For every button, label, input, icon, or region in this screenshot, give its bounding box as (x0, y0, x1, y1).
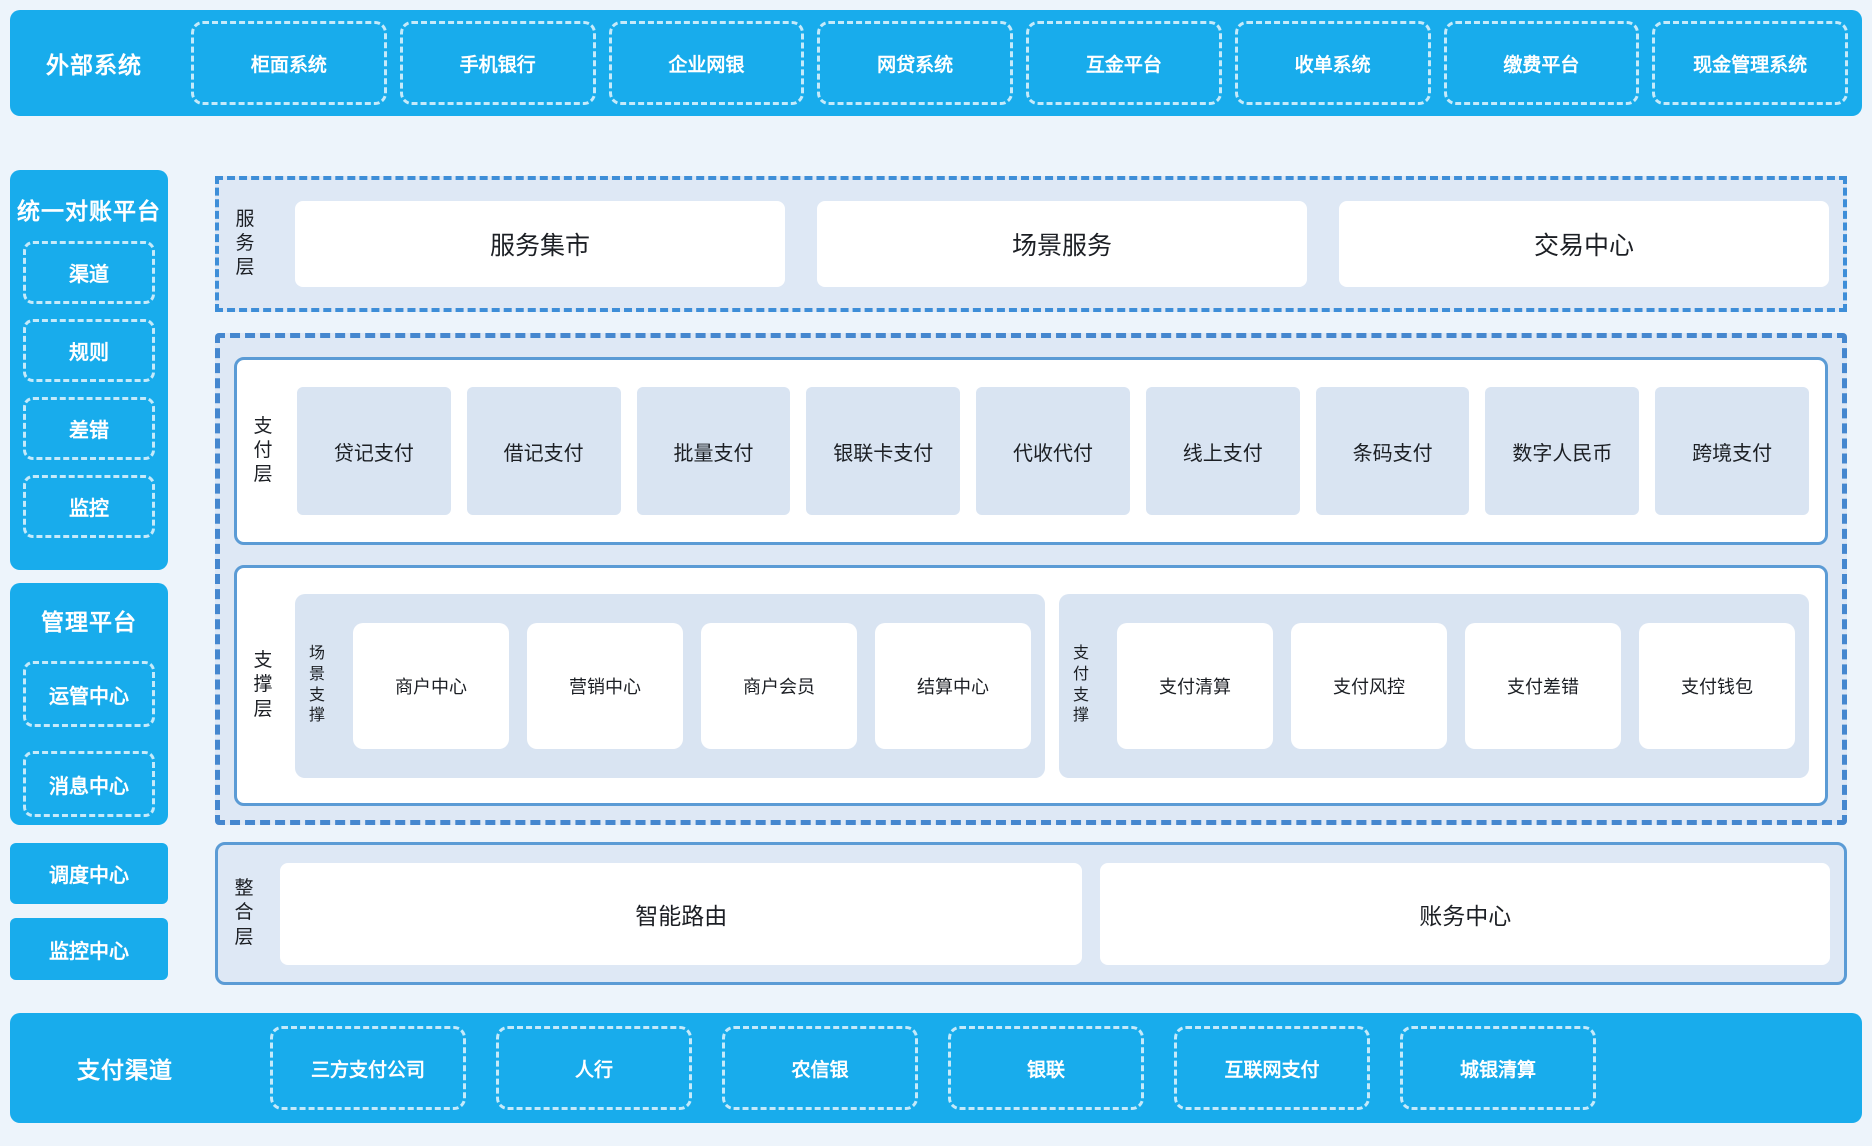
channel-unionpay: 银联 (948, 1026, 1144, 1110)
external-systems-bar: 外部系统 柜面系统 手机银行 企业网银 网贷系统 互金平台 收单系统 缴费平台 … (10, 10, 1862, 116)
barcode-payment-box: 条码支付 (1315, 387, 1470, 515)
reconciliation-channel: 渠道 (23, 241, 155, 304)
payment-risk-control-box: 支付风控 (1291, 622, 1447, 749)
service-market-box: 服务集市 (295, 201, 785, 287)
monitor-center: 监控中心 (10, 918, 168, 980)
external-system-acquiring: 收单系统 (1234, 21, 1431, 105)
reconciliation-errors: 差错 (23, 397, 155, 460)
payment-support-label: 支付支撑 (1072, 644, 1089, 725)
credit-payment-box: 贷记支付 (297, 387, 451, 515)
payment-error-box: 支付差错 (1465, 622, 1621, 749)
settlement-center-box: 结算中心 (875, 622, 1031, 749)
batch-payment-box: 批量支付 (636, 387, 791, 515)
integration-layer-label: 整合层 (234, 878, 254, 948)
channel-third-party-payment: 三方支付公司 (270, 1026, 466, 1110)
dispatch-center: 调度中心 (10, 843, 168, 904)
integration-layer-section: 整合层 智能路由 账务中心 (215, 842, 1847, 985)
reconciliation-platform-title: 统一对账平台 (17, 198, 161, 224)
reconciliation-rules: 规则 (23, 319, 155, 382)
payment-layer-label: 支付层 (253, 415, 273, 486)
scene-support-panel: 场景支撑 商户中心 营销中心 商户会员 结算中心 (295, 593, 1045, 778)
merchant-member-box: 商户会员 (701, 622, 857, 749)
accounting-center-box: 账务中心 (1100, 862, 1830, 965)
payment-wallet-box: 支付钱包 (1639, 622, 1795, 749)
payment-channels-bar: 支付渠道 三方支付公司 人行 农信银 银联 互联网支付 城银清算 (10, 1013, 1862, 1123)
management-platform-panel: 管理平台 运管中心 消息中心 (10, 583, 168, 825)
collection-agency-box: 代收代付 (976, 387, 1130, 515)
reconciliation-platform-panel: 统一对账平台 渠道 规则 差错 监控 (10, 170, 168, 570)
digital-rmb-box: 数字人民币 (1485, 387, 1640, 515)
payment-clearing-box: 支付清算 (1117, 622, 1273, 749)
payment-support-panel: 支付支撑 支付清算 支付风控 支付差错 支付钱包 (1059, 593, 1809, 778)
support-layer-label: 支撑层 (253, 650, 273, 720)
external-system-mobile-banking: 手机银行 (399, 21, 596, 105)
transaction-center-box: 交易中心 (1339, 201, 1829, 287)
channel-internet-payment: 互联网支付 (1174, 1026, 1370, 1110)
external-systems-title: 外部系统 (46, 52, 142, 78)
external-system-counter: 柜面系统 (191, 21, 387, 105)
external-system-fee-payment: 缴费平台 (1443, 21, 1640, 105)
debit-payment-box: 借记支付 (466, 387, 621, 515)
channel-city-bank-clearing: 城银清算 (1400, 1026, 1596, 1110)
scene-support-label: 场景支撑 (308, 644, 325, 725)
payment-layer-section: 支付层 贷记支付 借记支付 批量支付 银联卡支付 代收代付 线上支付 条码支付 … (234, 357, 1828, 545)
service-layer-section: 服务层 服务集市 场景服务 交易中心 (215, 176, 1847, 312)
operation-center: 运管中心 (23, 661, 155, 727)
external-system-cash-management: 现金管理系统 (1652, 21, 1848, 105)
reconciliation-monitoring: 监控 (23, 475, 155, 538)
external-system-internet-finance: 互金平台 (1026, 21, 1222, 105)
marketing-center-box: 营销中心 (527, 622, 683, 749)
scene-service-box: 场景服务 (817, 201, 1307, 287)
online-payment-box: 线上支付 (1145, 387, 1300, 515)
management-platform-title: 管理平台 (41, 609, 137, 635)
channel-pboc: 人行 (496, 1026, 692, 1110)
channel-rural-credit-bank: 农信银 (722, 1026, 918, 1110)
smart-routing-box: 智能路由 (280, 862, 1083, 965)
payment-channels-title: 支付渠道 (77, 1057, 173, 1083)
service-layer-label: 服务层 (235, 208, 255, 279)
support-layer-section: 支撑层 场景支撑 商户中心 营销中心 商户会员 结算中心 支付支撑 支付清算 支… (234, 565, 1828, 806)
external-system-online-loan: 网贷系统 (817, 21, 1013, 105)
payment-support-container: 支付层 贷记支付 借记支付 批量支付 银联卡支付 代收代付 线上支付 条码支付 … (215, 333, 1847, 825)
cross-border-payment-box: 跨境支付 (1655, 387, 1810, 515)
external-system-corporate-ebank: 企业网银 (608, 21, 805, 105)
merchant-center-box: 商户中心 (353, 622, 509, 749)
unionpay-card-payment-box: 银联卡支付 (806, 387, 961, 515)
message-center: 消息中心 (23, 751, 155, 817)
